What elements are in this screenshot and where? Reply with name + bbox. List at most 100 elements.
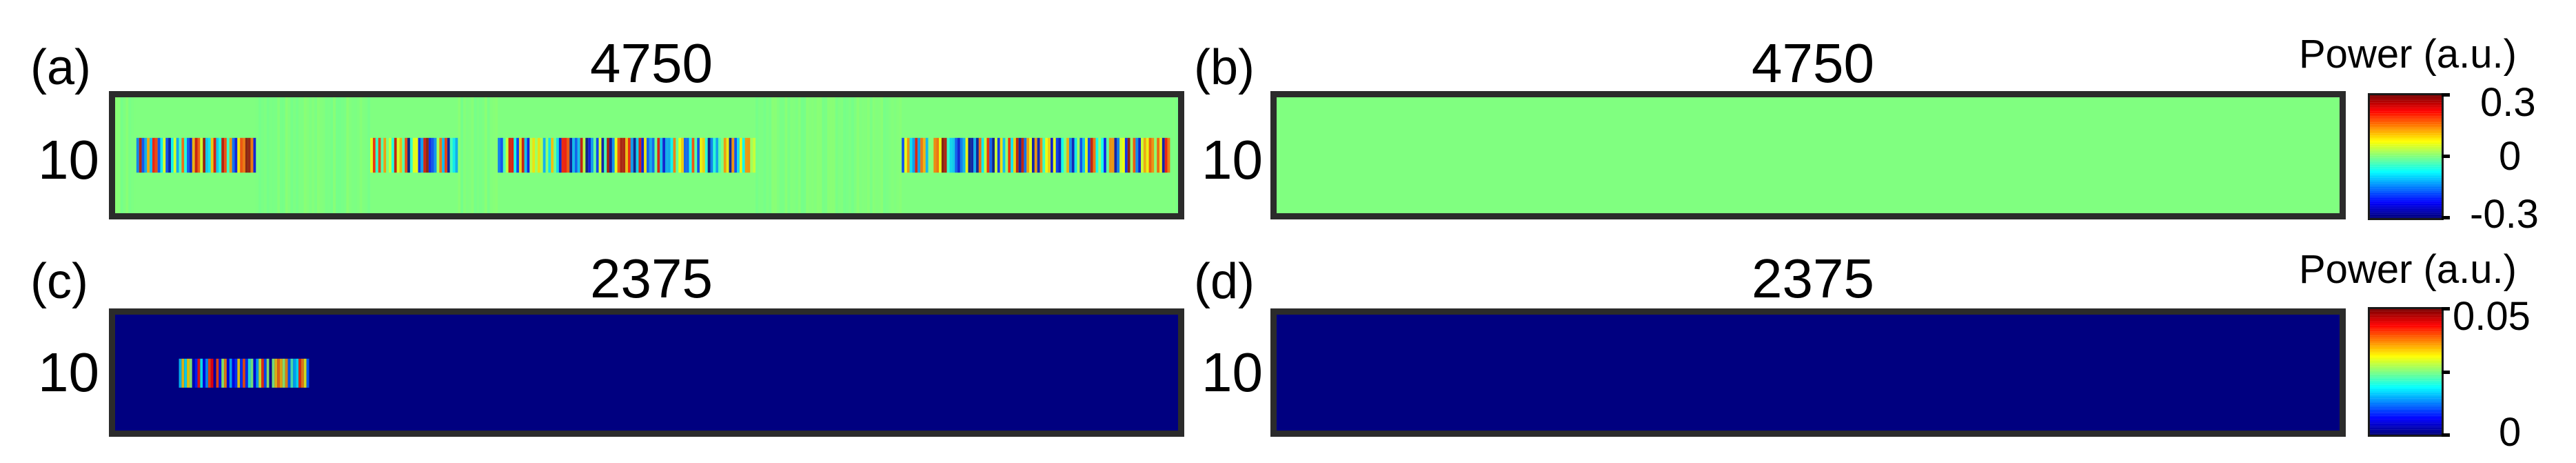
heatmap-cell	[896, 97, 900, 213]
heatmap-cell	[1068, 137, 1072, 173]
heatmap-cell	[274, 358, 278, 388]
heatmap-cell	[904, 137, 907, 173]
panel-d-heatmap	[1270, 308, 2346, 437]
heatmap-cell	[569, 137, 573, 173]
heatmap-cell	[878, 97, 881, 213]
colorbar-segment	[2370, 364, 2442, 366]
colorbar-segment	[2370, 366, 2442, 368]
heatmap-cell	[258, 97, 262, 213]
colorbar-segment	[2370, 199, 2442, 201]
colorbar-segment	[2370, 403, 2442, 405]
colorbar-segment	[2370, 433, 2442, 435]
heatmap-cell	[1130, 137, 1133, 173]
heatmap-cell	[338, 97, 341, 213]
heatmap-cell	[720, 137, 724, 173]
heatmap-cell	[243, 358, 245, 388]
heatmap-cell	[726, 137, 729, 173]
heatmap-cell	[216, 137, 219, 173]
heatmap-cell	[298, 97, 301, 213]
heatmap-cell	[1005, 137, 1008, 173]
colorbar-segment	[2370, 184, 2442, 186]
heatmap-cell	[163, 137, 166, 173]
heatmap-cell	[713, 137, 716, 173]
heatmap-cell	[415, 137, 418, 173]
colorbar-segment	[2370, 423, 2442, 425]
colorbar-segment	[2370, 331, 2442, 333]
colorbar-segment	[2370, 104, 2442, 106]
colorbar-segment	[2370, 420, 2442, 422]
heatmap-cell	[245, 137, 248, 173]
heatmap-cell	[333, 97, 336, 213]
heatmap-cell	[187, 137, 190, 173]
colorbar-segment	[2370, 208, 2442, 210]
heatmap-cell	[426, 137, 429, 173]
colorbar-segment	[2370, 141, 2442, 144]
colorbar-segment	[2370, 310, 2442, 312]
heatmap-cell	[691, 137, 695, 173]
heatmap-cell	[1002, 137, 1006, 173]
heatmap-cell	[152, 137, 155, 173]
heatmap-cell	[1053, 137, 1056, 173]
panel-b-ytick: 10	[1201, 129, 1263, 190]
heatmap-cell	[1159, 137, 1162, 173]
heatmap-cell	[851, 97, 854, 213]
heatmap-cell	[476, 97, 480, 213]
heatmap-cell	[1173, 97, 1176, 213]
colorbar-segment	[2370, 210, 2442, 213]
panel-label-a: (a)	[30, 40, 91, 95]
heatmap-cell	[681, 137, 684, 173]
heatmap-cell	[667, 137, 671, 173]
colorbar-1-tick-bottom: -0.3	[2470, 192, 2539, 237]
colorbar-segment	[2370, 317, 2442, 319]
heatmap-cell	[744, 137, 748, 173]
heatmap-cell	[1151, 137, 1155, 173]
heatmap-cell	[1050, 137, 1053, 173]
heatmap-cell	[194, 358, 198, 388]
colorbar-2-tick-bottom: 0	[2499, 410, 2522, 455]
colorbar-segment	[2370, 160, 2442, 162]
colorbar-segment	[2370, 149, 2442, 151]
colorbar-segment	[2370, 173, 2442, 175]
heatmap-cell	[436, 137, 440, 173]
colorbar-segment	[2370, 337, 2442, 338]
colorbar-segment	[2370, 314, 2442, 316]
heatmap-cell	[971, 137, 974, 173]
colorbar-segment	[2370, 418, 2442, 420]
colorbar-segment	[2370, 404, 2442, 406]
panel-label-c: (c)	[30, 254, 88, 309]
colorbar-segment	[2370, 340, 2442, 342]
colorbar-segment	[2370, 166, 2442, 168]
heatmap-cell	[139, 137, 142, 173]
heatmap-cell	[1101, 137, 1104, 173]
colorbar-segment	[2370, 95, 2442, 97]
heatmap-cell	[1058, 137, 1062, 173]
heatmap-cell	[585, 137, 589, 173]
colorbar-2-tick-top: 0.05	[2453, 294, 2531, 339]
colorbar-segment	[2370, 123, 2442, 125]
heatmap-cell	[290, 358, 294, 388]
heatmap-cell	[758, 97, 761, 213]
colorbar-segment	[2370, 119, 2442, 121]
colorbar-segment	[2370, 198, 2442, 200]
heatmap-cell	[686, 137, 689, 173]
heatmap-cell	[846, 97, 849, 213]
heatmap-cell	[636, 137, 639, 173]
panel-c-ytick: 10	[38, 342, 99, 403]
heatmap-cell	[170, 137, 174, 173]
heatmap-cell	[888, 97, 891, 213]
heatmap-cell	[234, 137, 238, 173]
heatmap-cell	[1108, 137, 1112, 173]
colorbar-segment	[2370, 311, 2442, 313]
heatmap-cell	[1018, 137, 1022, 173]
heatmap-cell	[285, 358, 288, 388]
heatmap-cell	[1085, 137, 1088, 173]
heatmap-cell	[274, 97, 278, 213]
heatmap-cell	[1071, 137, 1075, 173]
colorbar-segment	[2370, 411, 2442, 413]
heatmap-cell	[301, 97, 304, 213]
colorbar-segment	[2370, 217, 2442, 218]
colorbar-1-tickmark-bottom	[2442, 216, 2450, 219]
colorbar-segment	[2370, 339, 2442, 341]
heatmap-cell	[992, 137, 995, 173]
heatmap-cell	[458, 97, 461, 213]
